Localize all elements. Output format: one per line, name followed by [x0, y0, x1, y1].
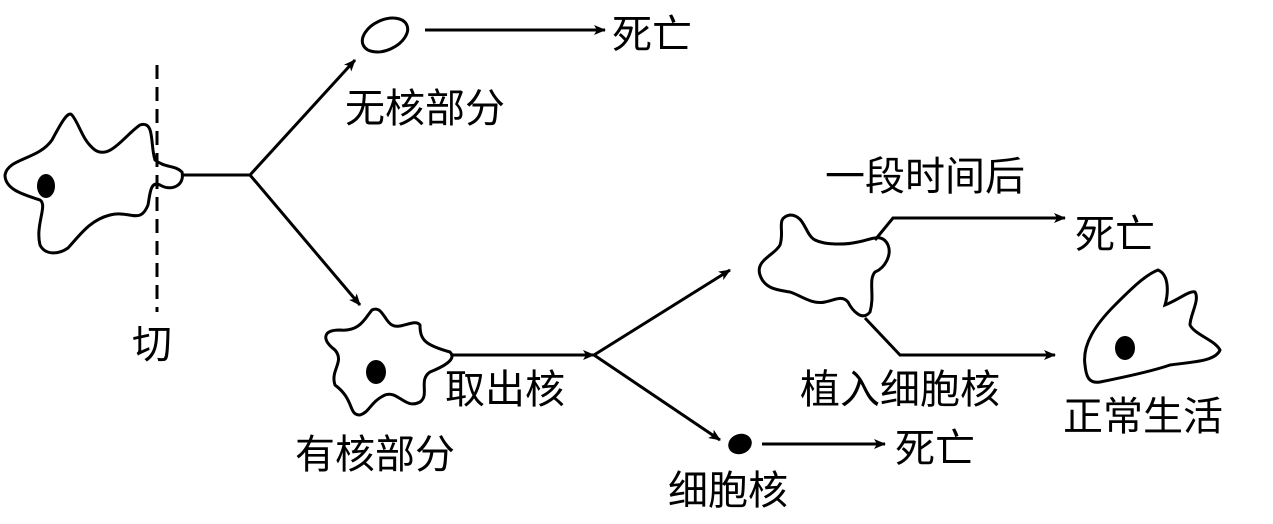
death-bottom-label: 死亡	[895, 426, 975, 472]
arrow-to-nucleate	[248, 174, 362, 306]
remove-nucleus-label: 取出核	[445, 367, 565, 413]
nucleus-dot	[366, 360, 386, 384]
arrow-to-anucleate	[248, 58, 357, 177]
death-top-label: 死亡	[612, 12, 692, 58]
cut-label: 切	[132, 322, 172, 368]
nucleate-part-label: 有核部分	[295, 432, 455, 478]
arrow-implant	[863, 316, 1056, 360]
enucleated-amoeba	[757, 213, 891, 318]
original-amoeba	[3, 112, 184, 255]
implant-nucleus-label: 植入细胞核	[800, 367, 1000, 413]
nucleus-label: 细胞核	[668, 468, 788, 514]
after-time-label: 一段时间后	[825, 154, 1025, 200]
arrow-to-death-middle	[873, 213, 1066, 241]
nucleus-dot	[37, 174, 55, 198]
isolated-nucleus	[728, 433, 752, 455]
death-middle-label: 死亡	[1075, 212, 1155, 258]
nucleate-amoeba	[324, 307, 454, 417]
anucleate-fragment	[360, 16, 410, 54]
final-amoeba	[1083, 268, 1222, 384]
normal-life-label: 正常生活	[1063, 394, 1223, 440]
arrow-to-nucleus	[593, 353, 721, 442]
arrow-to-enucleated	[593, 268, 731, 357]
anucleate-part-label: 无核部分	[345, 86, 505, 132]
nucleus-dot	[1115, 336, 1135, 360]
